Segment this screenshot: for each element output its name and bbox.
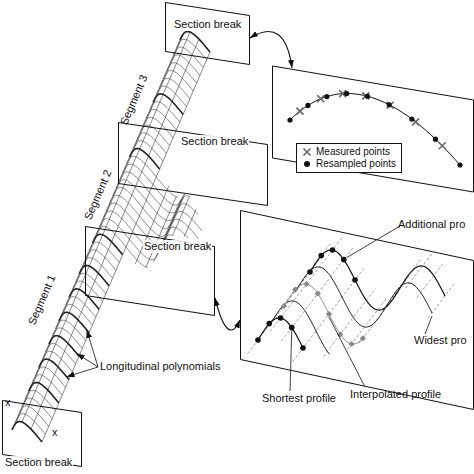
interpolated-point bbox=[315, 291, 321, 297]
leader-line bbox=[87, 330, 98, 367]
outline bbox=[165, 2, 250, 65]
leader-line bbox=[347, 226, 400, 258]
legend-row: Measured points bbox=[302, 146, 396, 158]
callout-label: Shortest profile bbox=[262, 392, 336, 405]
plane-label: Section break bbox=[143, 240, 212, 253]
plane-label: Section break bbox=[180, 135, 249, 148]
interpolated-point bbox=[281, 303, 287, 309]
resampled-point bbox=[365, 94, 370, 99]
section-plane-outline bbox=[119, 123, 268, 206]
leader-line bbox=[329, 317, 365, 387]
legend-text: Measured points bbox=[316, 146, 390, 158]
profile-point bbox=[255, 337, 261, 343]
resampled-point bbox=[409, 116, 414, 121]
profile-point bbox=[300, 345, 306, 351]
measured-point bbox=[387, 102, 394, 109]
profile-curve bbox=[271, 301, 330, 355]
profile-curve bbox=[258, 318, 303, 348]
resampled-point bbox=[304, 161, 310, 167]
longitudinal-line bbox=[348, 298, 387, 349]
profile-point bbox=[341, 257, 347, 263]
legend-text: Resampled points bbox=[316, 158, 396, 170]
axis-label: x bbox=[52, 426, 58, 439]
section-plane-outline bbox=[86, 227, 215, 316]
profile-point bbox=[318, 253, 324, 259]
legend-row: Resampled points bbox=[302, 158, 396, 170]
section-plane: Section break bbox=[165, 2, 250, 65]
leader-line bbox=[290, 331, 292, 391]
leader-line bbox=[67, 367, 98, 377]
segment-label: Segment 1 bbox=[26, 273, 59, 327]
plane-label: Section break bbox=[4, 456, 73, 469]
link-arrow bbox=[250, 31, 292, 68]
callout-label: Interpolated profile bbox=[350, 388, 441, 401]
inset-panel: Additional proWidest proInterpolated pro… bbox=[240, 210, 474, 410]
profile-point bbox=[352, 277, 358, 283]
interpolated-point bbox=[292, 287, 298, 293]
longitudinal-line bbox=[259, 244, 331, 337]
segment-label: Segment 3 bbox=[118, 73, 151, 127]
inset-panel-outline bbox=[241, 211, 474, 410]
legend-box: Measured pointsResampled points bbox=[296, 143, 402, 173]
resampled-point bbox=[344, 91, 349, 96]
callout-label: Longitudinal polynomials bbox=[100, 360, 220, 373]
profile-point bbox=[289, 325, 295, 331]
interpolated-point bbox=[303, 281, 309, 287]
measured-point bbox=[304, 149, 311, 156]
inset-panel bbox=[273, 66, 474, 192]
cross-section-line bbox=[106, 203, 188, 244]
profile-point bbox=[278, 315, 284, 321]
resampled-point bbox=[305, 103, 310, 108]
profile-curve bbox=[284, 284, 365, 344]
resampled-point bbox=[324, 94, 329, 99]
measured-point bbox=[317, 95, 324, 102]
measured-point bbox=[362, 92, 369, 99]
interpolated-point bbox=[360, 335, 366, 341]
legend-symbol bbox=[302, 159, 312, 169]
longitudinal-line bbox=[146, 197, 176, 267]
callout-label: Widest pro bbox=[414, 334, 467, 347]
segment-label: Segment 2 bbox=[82, 168, 115, 222]
legend-symbol bbox=[302, 147, 312, 157]
interpolated-point bbox=[326, 311, 332, 317]
resampled-point bbox=[287, 117, 292, 122]
resampled-point bbox=[387, 102, 392, 107]
profile-point bbox=[307, 269, 313, 275]
plane-label: Section break bbox=[173, 18, 242, 31]
resampled-point bbox=[457, 162, 462, 167]
longitudinal-line bbox=[293, 268, 365, 362]
longitudinal-line bbox=[165, 194, 185, 241]
measured-point bbox=[296, 108, 303, 115]
axis-label: x bbox=[5, 396, 11, 409]
outline bbox=[240, 210, 474, 410]
profile-point bbox=[330, 247, 336, 253]
section-plane-outline bbox=[166, 3, 250, 65]
profile-point bbox=[266, 321, 272, 327]
section-plane: Section break bbox=[85, 226, 215, 316]
link-arrow bbox=[215, 298, 240, 330]
tube-surface bbox=[12, 32, 210, 443]
longitudinal-line bbox=[248, 260, 320, 354]
resampled-point bbox=[433, 137, 438, 142]
section-plane: Section break bbox=[2, 400, 82, 467]
leader-line bbox=[425, 316, 432, 334]
profile-curve bbox=[310, 250, 445, 310]
cross-section-line bbox=[123, 164, 184, 205]
section-plane: Section break bbox=[118, 122, 268, 206]
callout-label: Additional pro bbox=[398, 218, 465, 231]
longitudinal-line bbox=[184, 209, 196, 236]
cross-section-line bbox=[116, 180, 198, 221]
measured-point bbox=[439, 142, 446, 149]
interpolated-point bbox=[348, 341, 354, 347]
longitudinal-line bbox=[323, 288, 375, 356]
